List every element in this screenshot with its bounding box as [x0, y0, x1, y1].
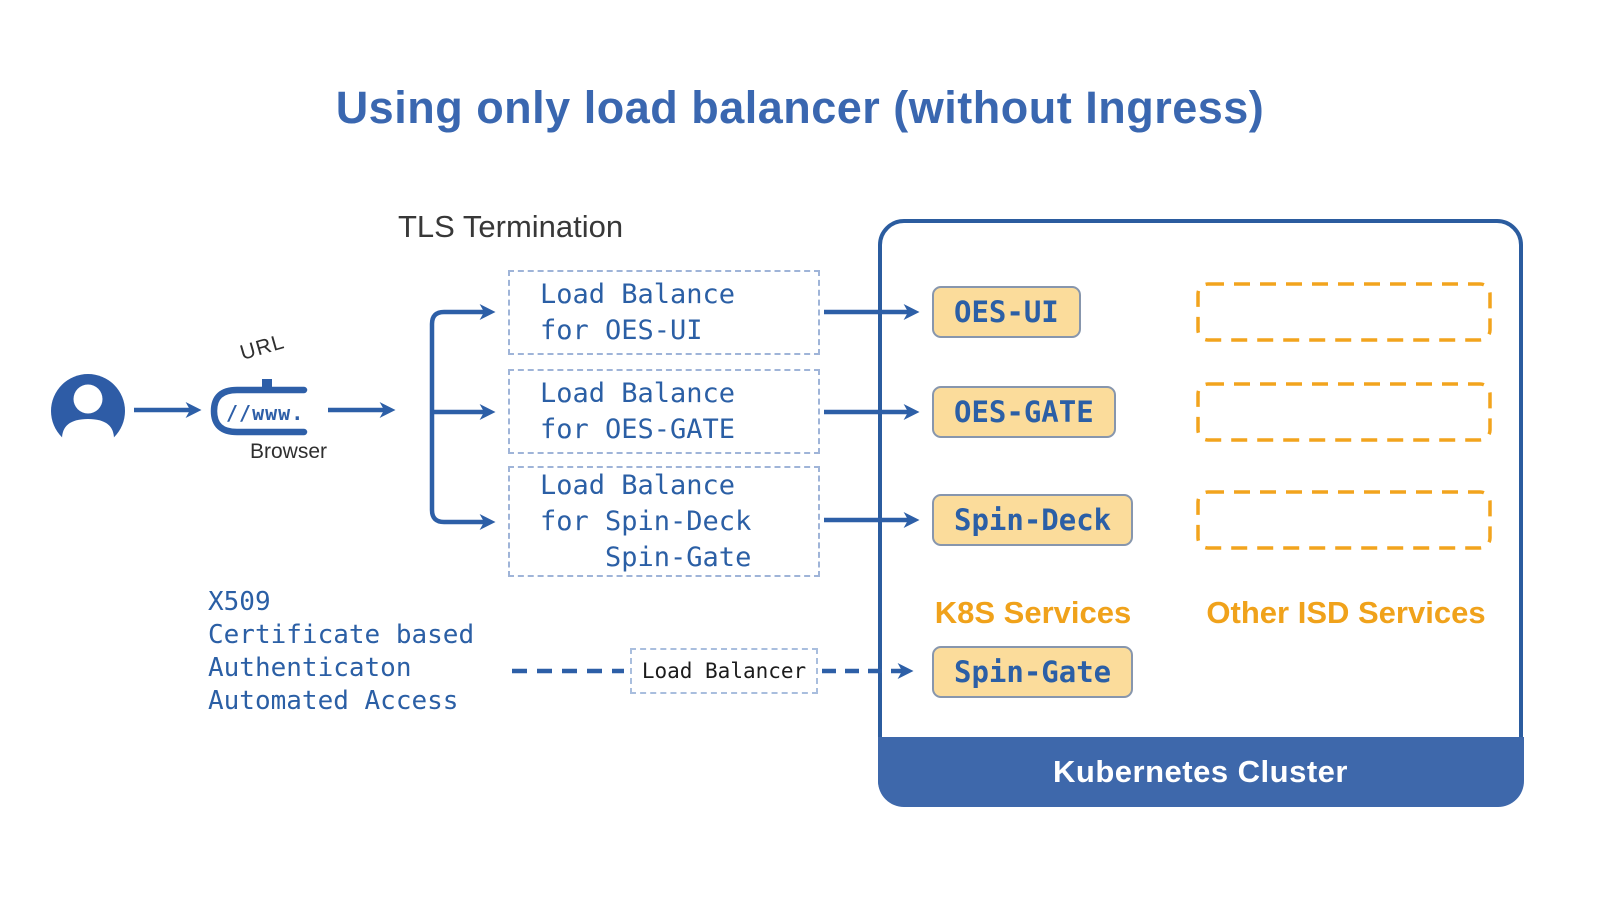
load-balance-oes-ui-box: Load Balance for OES-UI	[508, 270, 820, 355]
load-balance-spin-box: Load Balance for Spin-Deck Spin-Gate	[508, 466, 820, 577]
service-spin-gate: Spin-Gate	[932, 646, 1134, 698]
tls-termination-label: TLS Termination	[398, 209, 624, 244]
browser-icon: //www.	[210, 379, 308, 436]
service-spin-deck: Spin-Deck	[932, 494, 1134, 546]
url-label: URL	[237, 330, 288, 365]
other-isd-services-label: Other ISD Services	[1206, 595, 1486, 630]
page-title: Using only load balancer (without Ingres…	[335, 82, 1265, 133]
url-pointer-square	[262, 379, 272, 389]
k8s-services-label: K8S Services	[934, 595, 1132, 630]
x509-annotation: X509 Certificate based Authenticaton Aut…	[208, 587, 475, 716]
browser-label: Browser	[250, 440, 328, 463]
service-oes-gate: OES-GATE	[932, 386, 1116, 438]
browser-www-text: //www.	[226, 401, 304, 425]
user-icon	[51, 374, 125, 452]
load-balance-oes-gate-box: Load Balance for OES-GATE	[508, 369, 820, 454]
kubernetes-cluster-label: Kubernetes Cluster	[877, 736, 1524, 807]
standalone-load-balancer-box: Load Balancer	[630, 648, 818, 694]
tls-branch-outer-arrows	[429, 304, 496, 530]
service-oes-ui: OES-UI	[932, 286, 1081, 338]
